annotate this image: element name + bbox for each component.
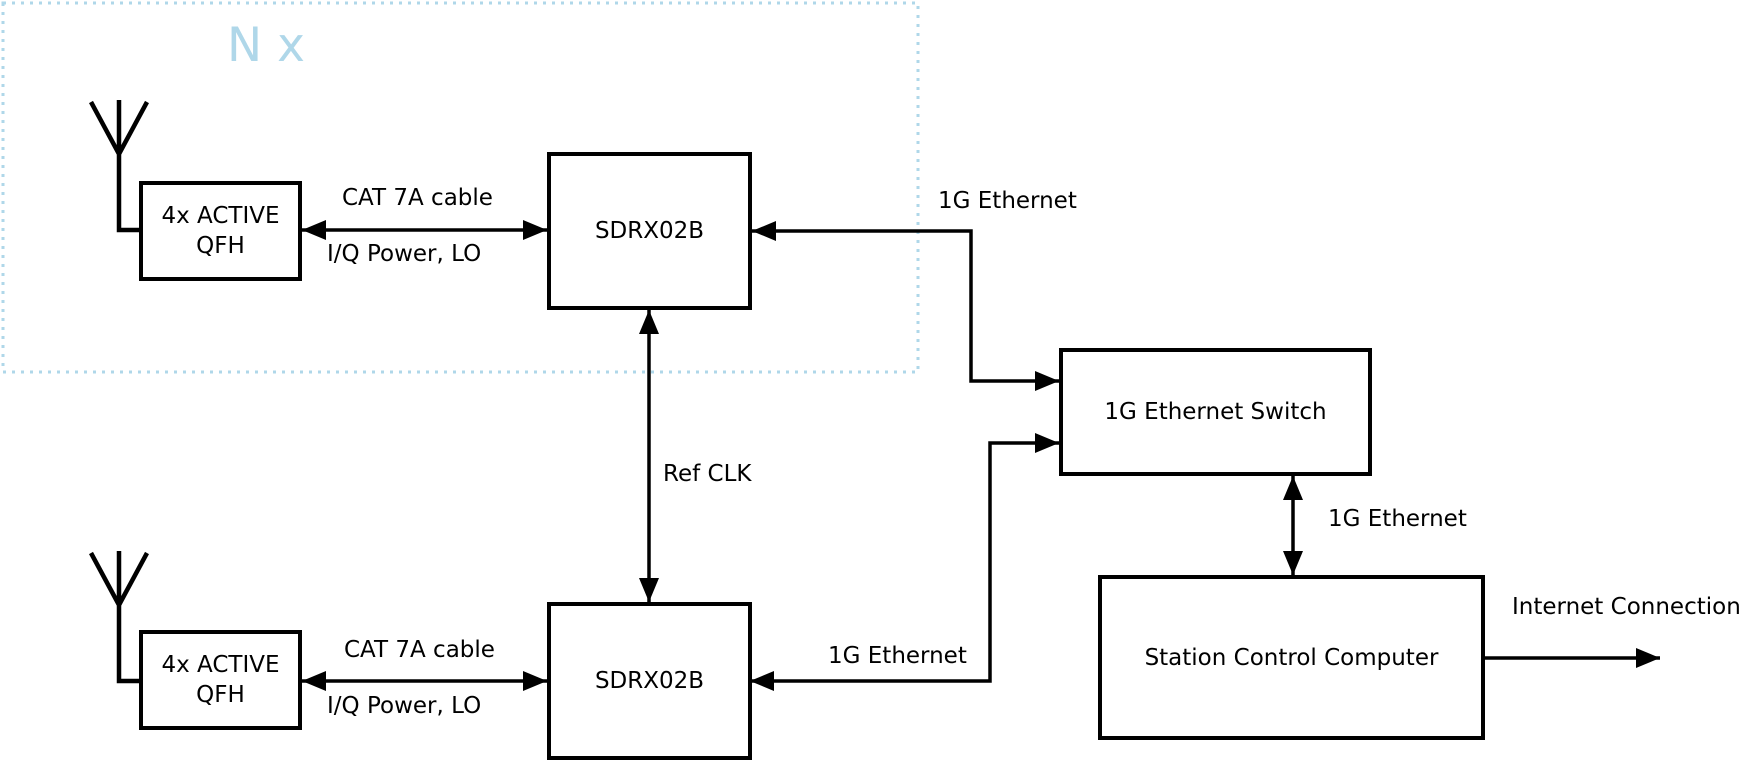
nx-group-border — [1, 1, 920, 374]
qfh-bottom-label-line1: 4x ACTIVE — [161, 652, 280, 678]
edge-label-iq-power-top: I/Q Power, LO — [327, 241, 482, 267]
edge-label-ethernet-bottom: 1G Ethernet — [828, 643, 967, 669]
station-computer-label: Station Control Computer — [1144, 644, 1439, 671]
node-sdrx-top: SDRX02B — [547, 152, 752, 310]
connector-sdrx-bottom-switch — [750, 433, 1059, 691]
nx-group-label: N x — [227, 18, 305, 73]
edge-label-ethernet-top: 1G Ethernet — [938, 188, 1077, 214]
node-ethernet-switch: 1G Ethernet Switch — [1059, 348, 1372, 476]
sdrx-top-label: SDRX02B — [594, 218, 705, 244]
edge-label-iq-power-bottom: I/Q Power, LO — [327, 693, 482, 719]
edge-label-ref-clk: Ref CLK — [663, 461, 752, 487]
edge-label-ethernet-switch-scc: 1G Ethernet — [1328, 506, 1467, 532]
edge-label-cat7a-bottom: CAT 7A cable — [344, 637, 495, 663]
sdrx-bottom-label: SDRX02B — [594, 668, 705, 694]
antenna-icon-top — [89, 100, 149, 233]
node-sdrx-bottom: SDRX02B — [547, 602, 752, 760]
connector-sdrx-top-switch — [752, 221, 1059, 391]
qfh-top-label-line2: QFH — [196, 233, 245, 259]
node-qfh-top: 4x ACTIVE QFH — [139, 181, 302, 281]
edge-label-cat7a-top: CAT 7A cable — [342, 185, 493, 211]
antenna-icon-bottom — [89, 551, 149, 684]
edge-label-internet: Internet Connection — [1512, 594, 1741, 620]
node-qfh-bottom: 4x ACTIVE QFH — [139, 630, 302, 730]
qfh-top-label-line1: 4x ACTIVE — [161, 203, 280, 229]
ethernet-switch-label: 1G Ethernet Switch — [1104, 399, 1327, 425]
node-station-computer: Station Control Computer — [1098, 575, 1485, 740]
qfh-bottom-label-line2: QFH — [196, 682, 245, 708]
